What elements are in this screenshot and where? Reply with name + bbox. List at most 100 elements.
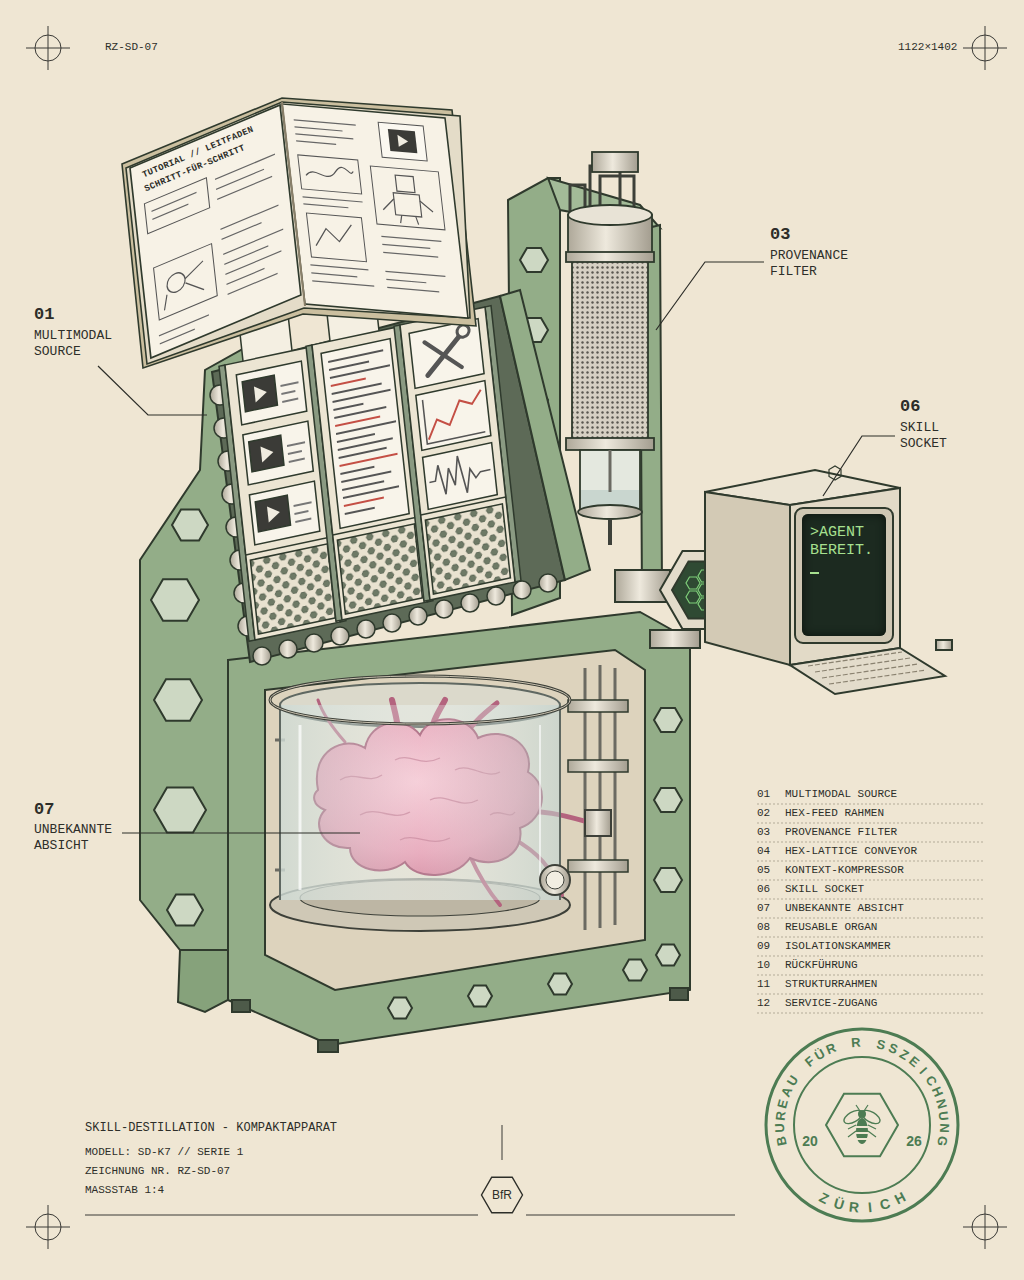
terminal-computer (790, 488, 900, 665)
parts-list-number: 07 (757, 902, 770, 915)
scale-note: MASSSTAB 1:4 (85, 1184, 164, 1197)
parts-list-rule (757, 842, 985, 843)
left-frame-column (178, 950, 228, 1012)
lower-cabinet (654, 788, 682, 812)
parts-list-name: KONTEXT-KOMPRESSOR (785, 864, 904, 877)
terminal-computer (705, 466, 952, 694)
chamber-glass-front (279, 705, 281, 900)
lower-cabinet (232, 988, 688, 1052)
tutorial-book (282, 104, 468, 318)
conveyor-belt (424, 335, 464, 376)
stamp-letter: I (861, 1198, 878, 1215)
leader-line (122, 832, 360, 833)
logo-hexagon: BfR (480, 1173, 524, 1217)
stamp-arc-text: ZÜRICH (762, 1025, 962, 1225)
conveyor-deck (253, 647, 271, 665)
conveyor-belt (267, 504, 281, 523)
registration-mark (26, 26, 1007, 1249)
cursor-mark (810, 572, 819, 574)
chamber-glass-front (270, 676, 570, 724)
stamp-year: 26 (902, 1133, 926, 1150)
registration-mark (48, 26, 49, 70)
parts-list-number: 09 (757, 940, 770, 953)
conveyor-deck (305, 634, 323, 652)
conveyor-deck (383, 614, 401, 632)
parts-list-rule (757, 861, 985, 862)
conveyor-deck (409, 607, 427, 625)
isolation-chamber (270, 683, 570, 931)
parts-list-name: SKILL SOCKET (785, 883, 864, 896)
registration-mark (985, 26, 986, 70)
conveyor-belt (328, 349, 405, 514)
conveyor-deck (331, 627, 349, 645)
tutorial-book (166, 270, 186, 296)
tutorial-book (395, 175, 415, 193)
conveyor-deck (461, 594, 479, 612)
conveyor-belt (425, 504, 510, 594)
provenance-filter (572, 255, 648, 440)
callout-label: PROVENANCE FILTER (770, 248, 870, 279)
provenance-filter (608, 519, 612, 545)
stamp-letter (860, 1035, 877, 1052)
tutorial-book (130, 105, 301, 358)
conveyor-belt (331, 374, 402, 506)
parts-list-number: 04 (757, 845, 770, 858)
conveyor-belt (249, 481, 319, 545)
chamber-glass-front (280, 705, 560, 900)
conveyor-deck (539, 574, 557, 592)
bureau-stamp: BUREAU FÜR R SSZEICHNUNG20 26ZÜRICH (762, 1025, 962, 1225)
callout-label: MULTIMODAL SOURCE (34, 328, 134, 359)
logo-text: BfR (480, 1173, 524, 1217)
terminal-computer (795, 508, 893, 643)
title-block-rule (502, 1125, 503, 1160)
left-frame-column (172, 509, 208, 540)
stamp-outline (762, 1025, 962, 1225)
terminal-computer (808, 652, 926, 684)
lower-cabinet (568, 700, 628, 872)
parts-list-number: 05 (757, 864, 770, 877)
parts-list-number: 10 (757, 959, 770, 972)
skill-socket-connector (686, 577, 700, 589)
sheet-number: RZ-SD-07 (105, 41, 158, 54)
lower-cabinet (228, 612, 690, 1045)
parts-list-name: HEX-FEED RAHMEN (785, 807, 884, 820)
terminal-computer (705, 492, 790, 665)
chamber-glass-front (546, 871, 564, 889)
stamp-letter: N (936, 1120, 953, 1137)
terminal-screen: >AGENT BEREIT. (802, 514, 886, 636)
provenance-filter (566, 438, 654, 450)
stamp-arc-text: BUREAU FÜR R SSZEICHNUNG (762, 1025, 962, 1225)
parts-list-name: STRUKTURRAHMEN (785, 978, 877, 991)
parts-list-number: 02 (757, 807, 770, 820)
conveyor-belt (254, 384, 268, 403)
parts-list-name: MULTIMODAL SOURCE (785, 788, 897, 801)
provenance-filter (568, 205, 652, 225)
callout-number: 01 (34, 305, 54, 325)
screen-text: >AGENT BEREIT. (802, 514, 886, 564)
conveyor-deck (487, 587, 505, 605)
parts-list-name: ISOLATIONSKAMMER (785, 940, 891, 953)
left-frame-column (167, 894, 203, 925)
conveyor-belt (425, 390, 485, 440)
lower-cabinet (654, 708, 682, 732)
tutorial-book (161, 261, 207, 311)
chamber-glass-front (540, 865, 570, 895)
parts-list-name: UNBEKANNTE ABSICHT (785, 902, 904, 915)
parts-list-name: SERVICE-ZUGANG (785, 997, 877, 1010)
bee-head (858, 1110, 866, 1118)
stamp-year: 20 (798, 1133, 822, 1150)
conveyor-belt (409, 319, 484, 389)
tutorial-book (306, 213, 366, 262)
title-block-rule (85, 1125, 735, 1215)
chamber-glass-front (270, 676, 570, 724)
lower-cabinet (623, 960, 647, 981)
parts-list-name: REUSABLE ORGAN (785, 921, 877, 934)
left-frame-column (151, 509, 208, 925)
parts-list-rule (757, 994, 985, 995)
lower-cabinet (568, 860, 628, 872)
parts-list-rule (757, 880, 985, 881)
leader-line (98, 262, 895, 833)
lower-cabinet (654, 868, 682, 892)
conveyor-belt (400, 307, 515, 600)
